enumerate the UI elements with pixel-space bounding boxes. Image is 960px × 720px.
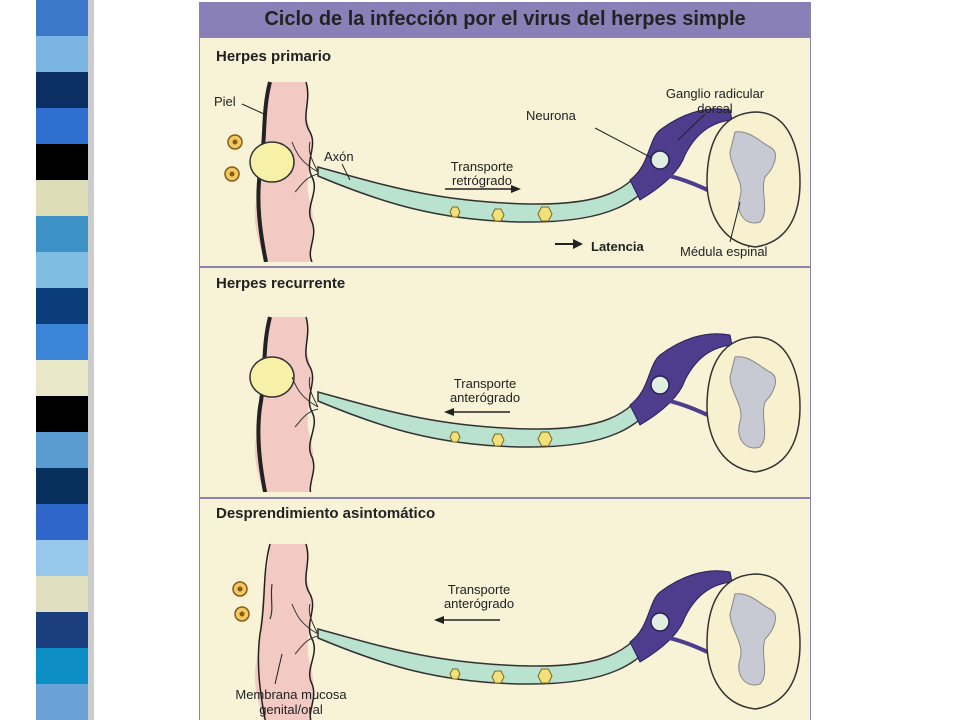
viral-particle [449, 431, 461, 443]
panel-illustration-recurrent [249, 316, 801, 492]
viral-particle [537, 668, 553, 684]
spinal-cord-leader-line [729, 201, 741, 243]
stripe-block [36, 72, 88, 109]
decorative-stripe-bar [36, 0, 94, 720]
transport-arrowhead [444, 408, 454, 416]
mucosa-label-line2: genital/oral [259, 702, 323, 717]
stripe-block [36, 36, 88, 73]
transport-label-line1: Transporte [450, 159, 514, 174]
figure-title-bar: Ciclo de la infección por el virus del h… [200, 2, 810, 38]
panel-title-primary: Herpes primario [216, 48, 332, 65]
transport-label-line1: Transporte [447, 582, 511, 597]
figure-title: Ciclo de la infección por el virus del h… [264, 8, 746, 30]
viral-particle [491, 670, 505, 684]
gray-matter [729, 593, 776, 686]
stripe-block [36, 288, 88, 325]
stripe-block [36, 540, 88, 577]
stripe-block [36, 108, 88, 145]
nerve-endings [291, 603, 319, 655]
skin-label: Piel [214, 94, 236, 109]
skin-inner-edge [305, 543, 315, 720]
stripe-block [36, 576, 88, 613]
transport-arrowhead [511, 185, 521, 193]
panel-illustration-asymptomatic [232, 543, 801, 720]
ganglion-label-line2: dorsal [697, 101, 733, 116]
ganglion-leader-line [677, 113, 706, 141]
mucosa-fold [269, 583, 273, 620]
viral-particle [491, 208, 505, 222]
viral-particle [449, 668, 461, 680]
stripe-block [36, 0, 88, 37]
transport-label-line2: anterógrado [443, 596, 515, 611]
skin-tissue [255, 317, 314, 492]
neuron-nucleus [650, 612, 670, 632]
transport-label-line2: anterógrado [449, 390, 521, 405]
neuron-nucleus [650, 375, 670, 395]
nerve-endings [291, 376, 319, 428]
viral-particle [449, 206, 461, 218]
stripe-block [36, 432, 88, 469]
stripe-block [36, 252, 88, 289]
stripe-block [36, 612, 88, 649]
skin-inner-edge [305, 81, 315, 262]
herpes-cycle-figure: Ciclo de la infección por el virus del h… [199, 2, 811, 720]
transport-arrowhead [434, 616, 444, 624]
viral-particle [537, 206, 553, 222]
axon [317, 617, 663, 685]
skin-leader-line [241, 103, 265, 115]
panel-title-asymptomatic: Desprendimiento asintomático [216, 505, 436, 522]
vesicle [249, 141, 295, 183]
stripe-block [36, 216, 88, 253]
transport-label-line1: Transporte [453, 376, 517, 391]
stripe-block [36, 468, 88, 505]
nerve-endings [291, 141, 319, 193]
panel-divider [200, 266, 810, 268]
transport-label-line2: retrógrado [452, 173, 512, 188]
mucosa-leader-line [274, 653, 283, 685]
stripe-block [36, 360, 88, 397]
stripe-block [36, 180, 88, 217]
vesicle [249, 356, 295, 398]
gray-matter [729, 356, 776, 449]
neuron-nucleus [650, 150, 670, 170]
gray-matter [729, 131, 776, 224]
skin-outer-edge [257, 543, 271, 720]
viral-particle [537, 431, 553, 447]
stripe-block [36, 684, 88, 720]
mucosa-label-line1: Membrana mucosa [235, 687, 347, 702]
stripe-block [36, 648, 88, 685]
skin-tissue [255, 544, 314, 720]
panel-divider [200, 497, 810, 499]
latency-label: Latencia [591, 239, 644, 254]
viral-particle [491, 433, 505, 447]
stripe-shadow [88, 0, 94, 720]
axon-label: Axón [324, 149, 354, 164]
stripe-block [36, 324, 88, 361]
neuron-leader-line [594, 127, 653, 159]
panel-illustration-primary [224, 81, 801, 262]
spinal-cord-label: Médula espinal [680, 244, 768, 259]
ganglion-label-line1: Ganglio radicular [665, 86, 765, 101]
stripe-block [36, 396, 88, 433]
stripe-block [36, 504, 88, 541]
neuron-label: Neurona [526, 108, 576, 123]
stripe-block [36, 144, 88, 181]
latency-arrowhead [573, 239, 583, 249]
skin-outer-edge [256, 316, 272, 492]
skin-inner-edge [305, 316, 315, 492]
axon-leader-line [341, 163, 351, 181]
panel-title-recurrent: Herpes recurrente [216, 275, 346, 292]
